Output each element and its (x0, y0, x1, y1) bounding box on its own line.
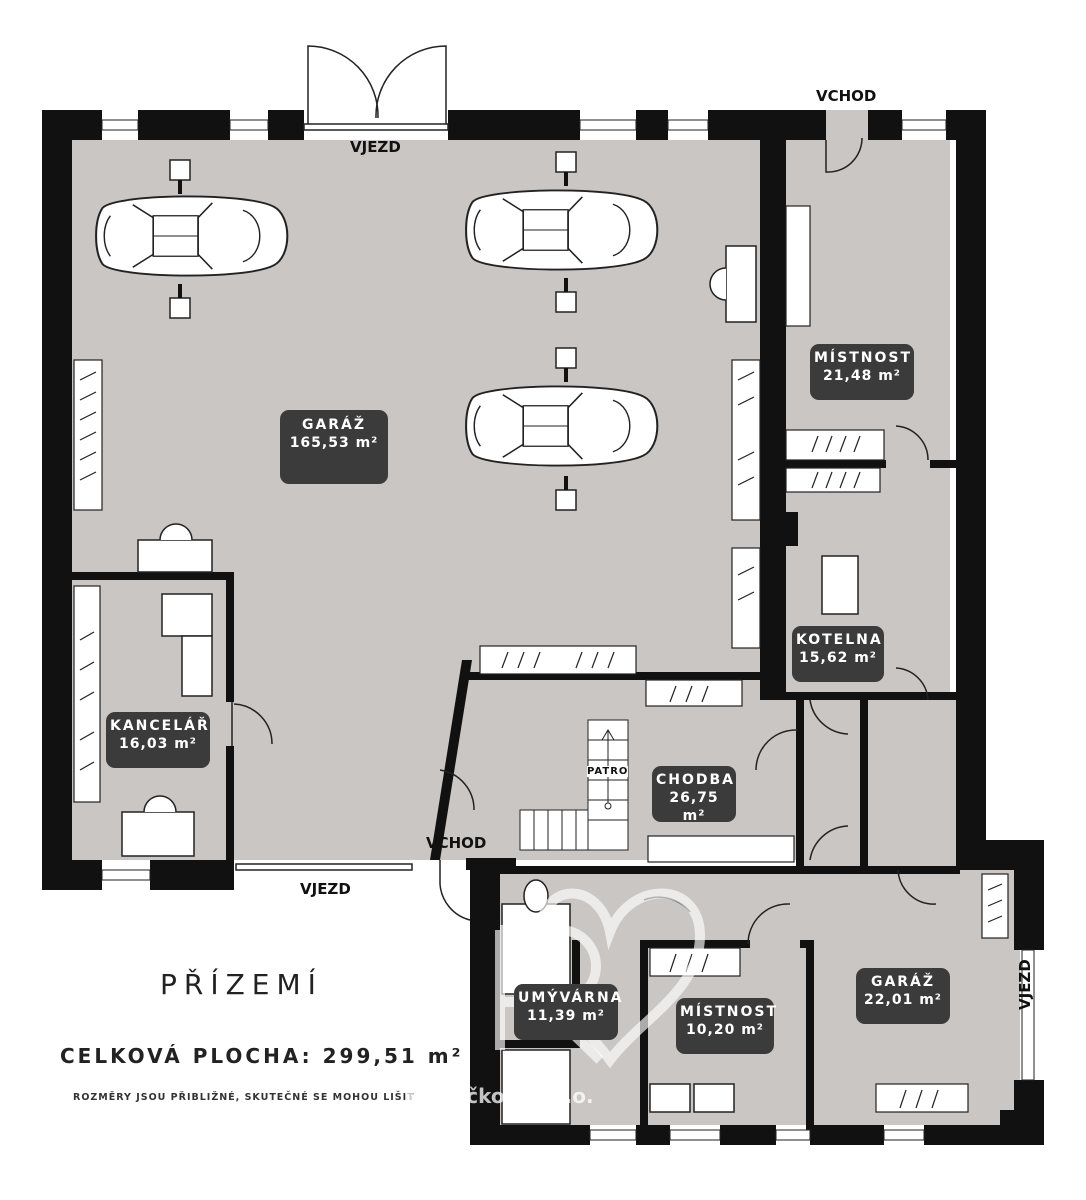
room-name: MÍSTNOST (814, 350, 913, 366)
room-label-mistnost-top: MÍSTNOST 21,48 m² (810, 344, 914, 400)
marker-vjezd-top: VJEZD (350, 138, 401, 156)
room-area: 26,75 m² (669, 790, 719, 825)
room-area: 10,20 m² (686, 1022, 764, 1039)
room-name: UMÝVÁRNA (518, 990, 624, 1006)
openings (231, 45, 937, 945)
room-label-umyvarna: UMÝVÁRNA 11,39 m² (514, 984, 624, 1040)
room-name: CHODBA (656, 772, 736, 788)
room-area: 11,39 m² (527, 1008, 605, 1025)
floor-title: PŘÍZEMÍ (160, 968, 323, 1001)
room-name: KOTELNA (796, 632, 883, 648)
room-area: 15,62 m² (799, 650, 877, 667)
stairs (519, 719, 629, 851)
room-area: 22,01 m² (864, 992, 942, 1009)
marker-vchod-mid: VCHOD (426, 834, 487, 852)
room-label-chodba: CHODBA 26,75 m² (652, 766, 736, 825)
room-name: KANCELÁŘ (110, 718, 210, 734)
total-area-value: 299,51 m² (322, 1044, 464, 1068)
room-label-garaz-small: GARÁŽ 22,01 m² (856, 968, 950, 1024)
room-area: 165,53 m² (289, 435, 379, 452)
room-label-garaz-main: GARÁŽ 165,53 m² (280, 410, 388, 484)
room-area: 16,03 m² (119, 736, 197, 753)
marker-vjezd-right: VJEZD (1016, 959, 1034, 1010)
total-area-label: CELKOVÁ PLOCHA: (60, 1044, 313, 1068)
walls (42, 110, 1044, 1145)
room-label-kotelna: KOTELNA 15,62 m² (792, 626, 884, 682)
room-label-kancelar: KANCELÁŘ 16,03 m² (106, 712, 210, 768)
disclaimer-note: ROZMĚRY JSOU PŘIBLIŽNÉ, SKUTEČNÉ SE MOHO… (73, 1092, 415, 1103)
desks-and-seats (121, 245, 859, 1125)
room-name: GARÁŽ (870, 974, 936, 990)
watermark-text: Y Rojíčková s.r.o. (402, 1084, 594, 1108)
total-area: CELKOVÁ PLOCHA: 299,51 m² (60, 1044, 463, 1068)
marker-vjezd-bottom: VJEZD (300, 880, 351, 898)
room-label-mistnost-bottom: MÍSTNOST 10,20 m² (676, 998, 779, 1054)
shelving (73, 205, 1009, 1113)
shelving-hatching (79, 371, 1003, 1109)
room-name: GARÁŽ (301, 417, 367, 433)
room-name: MÍSTNOST (680, 1004, 779, 1020)
marker-patro: PATRO (587, 766, 629, 777)
room-area: 21,48 m² (823, 368, 901, 385)
windows (101, 119, 1035, 1141)
marker-vchod-top: VCHOD (816, 87, 877, 105)
